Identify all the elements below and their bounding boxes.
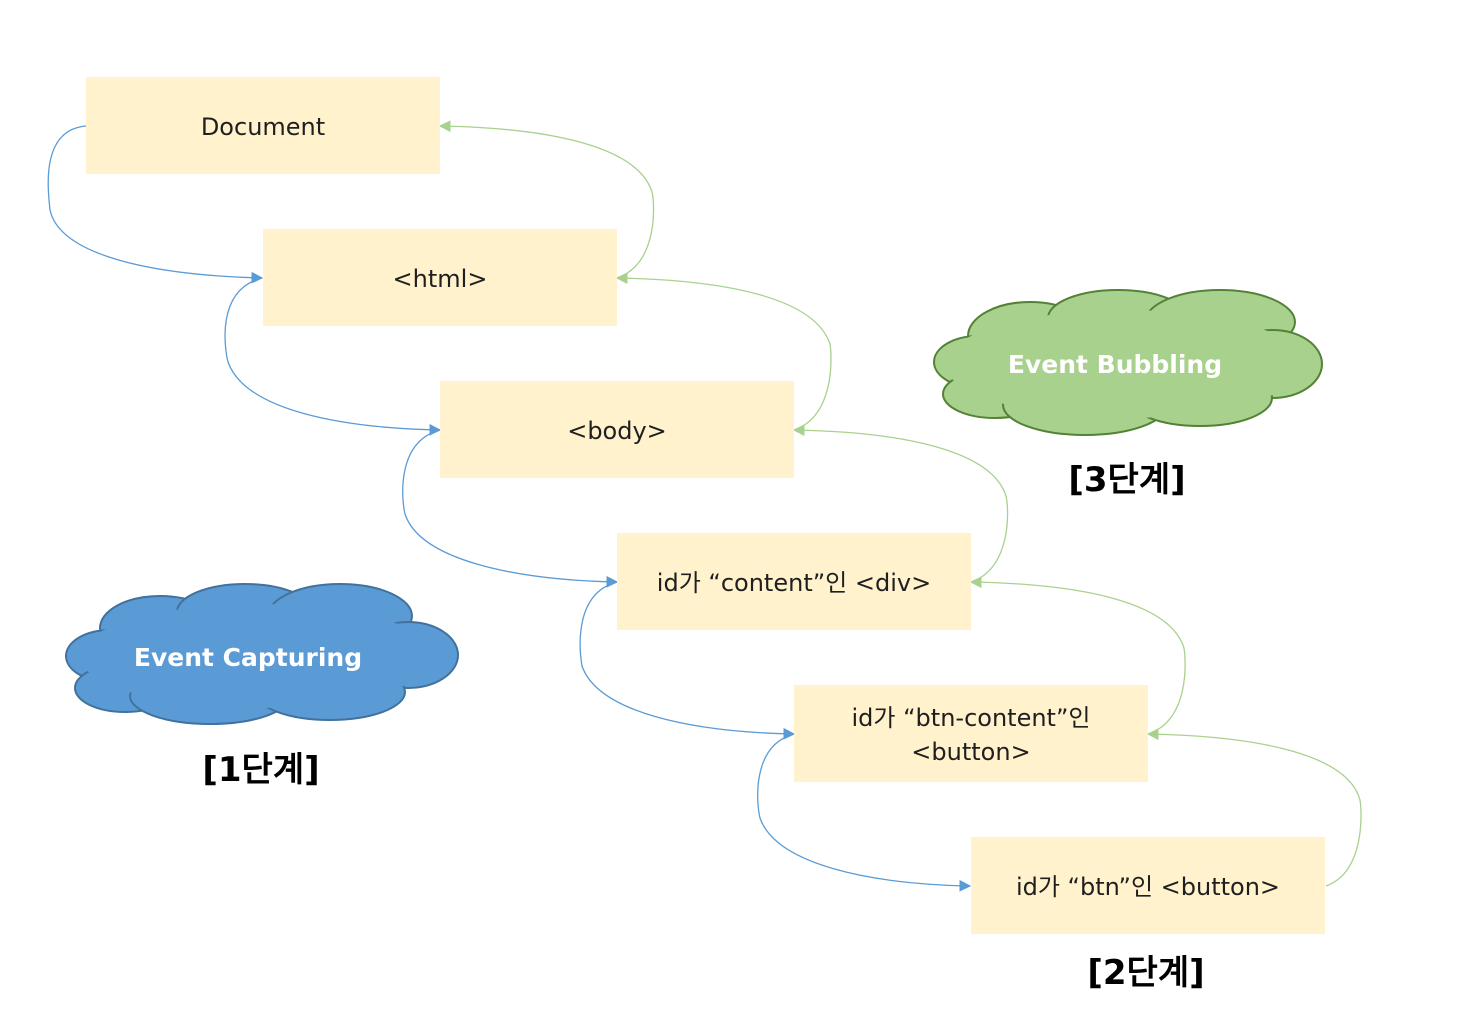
node-html: <html> [263,229,617,326]
node-document-label: Document [201,113,325,141]
node-div-box [617,533,971,630]
capturing-arrows [47,125,972,892]
bubble-arrow-body-to-html [615,272,832,431]
node-html-box [263,229,617,326]
capture-arrow-div-to-btn-content [579,581,796,740]
node-body-label: <body> [567,417,667,445]
cloud-capturing-fill [80,604,436,708]
capture-arrow-btn-content-to-btn [757,733,972,892]
node-btn-content-box [794,685,1148,782]
node-btn-content-label-line2: <button> [911,738,1030,766]
node-btn-box [971,837,1325,934]
cloud-capturing-label: Event Capturing [134,643,362,672]
bubble-arrow-div-to-body [792,424,1009,583]
node-btn-label: id가 “btn”인 <button> [1016,873,1280,901]
cloud-bubbling-label: Event Bubbling [1008,350,1222,379]
stage-3-label: [3단계] [1068,460,1185,500]
node-div: id가 “content”인 <div> [617,533,971,630]
bubble-arrow-btn-to-btn-content [1146,728,1362,887]
node-body-box [440,381,794,478]
cloud-event-bubbling: Event Bubbling [933,289,1323,436]
cloud-bubbling-fill [945,310,1305,418]
stage-2-label: [2단계] [1087,953,1204,993]
node-btn-content: id가 “btn-content”인 <button> [794,685,1148,782]
node-btn: id가 “btn”인 <button> [971,837,1325,934]
capture-arrow-body-to-div [402,429,619,588]
capture-arrow-document-to-html [47,125,264,284]
cloud-event-capturing: Event Capturing [65,583,459,725]
node-html-label: <html> [393,265,488,293]
node-document: Document [86,77,440,174]
node-document-box [86,77,440,174]
capture-arrow-html-to-body [224,277,442,436]
node-body: <body> [440,381,794,478]
bubble-arrow-html-to-document [438,120,655,279]
node-btn-content-label-line1: id가 “btn-content”인 [852,704,1091,732]
bubble-arrow-btn-content-to-div [969,576,1186,735]
node-div-label: id가 “content”인 <div> [657,569,931,597]
bubbling-arrows [438,120,1362,887]
stage-1-label: [1단계] [202,750,319,790]
